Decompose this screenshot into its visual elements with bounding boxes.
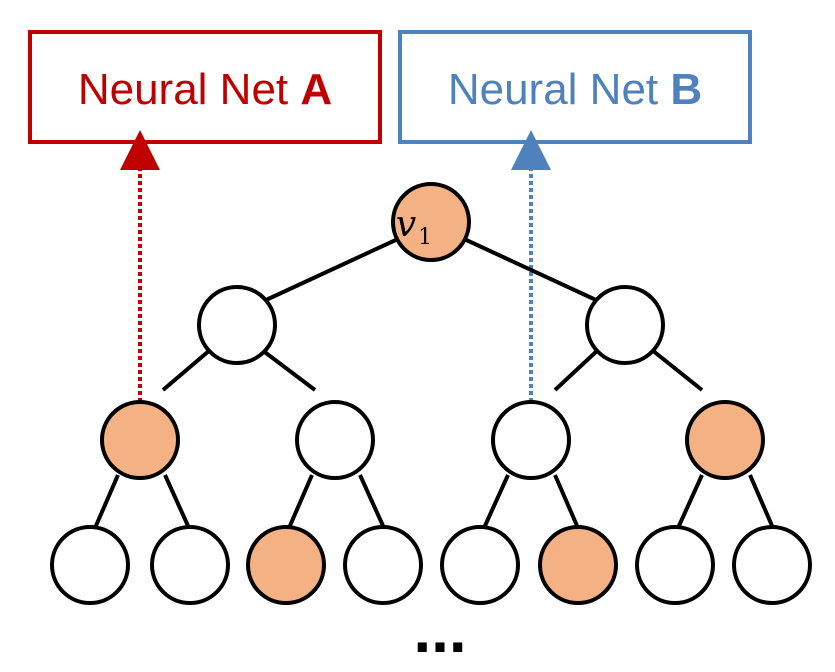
tree-node-l1-2	[585, 285, 665, 365]
edge-l2-4-l3-7	[676, 474, 704, 529]
neural-net-b-frame	[398, 30, 752, 144]
edge-l1-1-l2-1	[161, 348, 212, 392]
edge-l2-2-l3-3	[287, 474, 314, 529]
tree-node-l3-4	[343, 525, 423, 605]
tree-node-l3-2	[150, 525, 230, 605]
tree-node-l3-3	[246, 525, 326, 605]
edge-l1-2-l2-4	[650, 348, 704, 392]
tree-node-l3-6	[538, 525, 618, 605]
tree-node-l2-4	[685, 400, 765, 480]
edge-l2-1-l3-2	[163, 474, 191, 529]
tree-node-l2-1	[100, 400, 180, 480]
continuation-ellipsis: ...	[413, 594, 466, 666]
neural-net-a-box: Neural Net A	[28, 30, 382, 144]
neural-net-a-frame	[28, 30, 382, 144]
tree-nodes	[50, 182, 812, 605]
tree-node-l3-8	[732, 525, 812, 605]
tree-node-l2-3	[491, 400, 571, 480]
tree-node-l2-2	[295, 400, 375, 480]
tree-node-l3-7	[635, 525, 715, 605]
edge-l2-4-l3-8	[748, 474, 775, 529]
neural-net-b-box: Neural Net B	[398, 30, 752, 144]
root-node-label: v1	[396, 204, 432, 250]
tree-edges	[93, 236, 775, 529]
tree-node-l3-1	[50, 525, 130, 605]
tree-node-l1-1	[197, 285, 277, 365]
edge-l2-3-l3-6	[553, 474, 580, 529]
edge-l2-3-l3-5	[482, 474, 510, 529]
tree-node-root	[391, 182, 471, 262]
edge-l1-1-l2-2	[260, 348, 317, 392]
neural-net-b-label: Neural Net B	[448, 65, 702, 114]
neural-net-a-label: Neural Net A	[78, 65, 332, 114]
tree-node-l3-5	[440, 525, 520, 605]
edge-root-l1-1	[265, 236, 401, 302]
edge-l2-1-l3-1	[93, 474, 120, 529]
edge-root-l1-2	[461, 236, 597, 302]
edge-l1-2-l2-3	[553, 348, 600, 392]
edge-l2-2-l3-4	[358, 474, 386, 529]
